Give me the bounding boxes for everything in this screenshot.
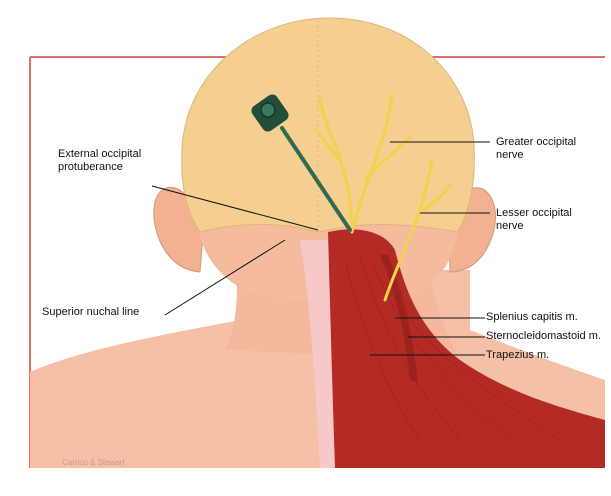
label-external-occipital-protuberance: External occipital protuberance [58,148,141,174]
label-sternocleidomastoid: Sternocleidomastoid m. [486,330,601,343]
label-greater-occipital-nerve: Greater occipital nerve [496,136,576,162]
label-superior-nuchal-line: Superior nuchal line [42,306,139,319]
illustrator-credit: Carrico & Stewart [62,458,125,467]
label-lesser-occipital-nerve: Lesser occipital nerve [496,207,572,233]
label-splenius-capitis: Splenius capitis m. [486,311,578,324]
label-trapezius: Trapezius m. [486,349,549,362]
